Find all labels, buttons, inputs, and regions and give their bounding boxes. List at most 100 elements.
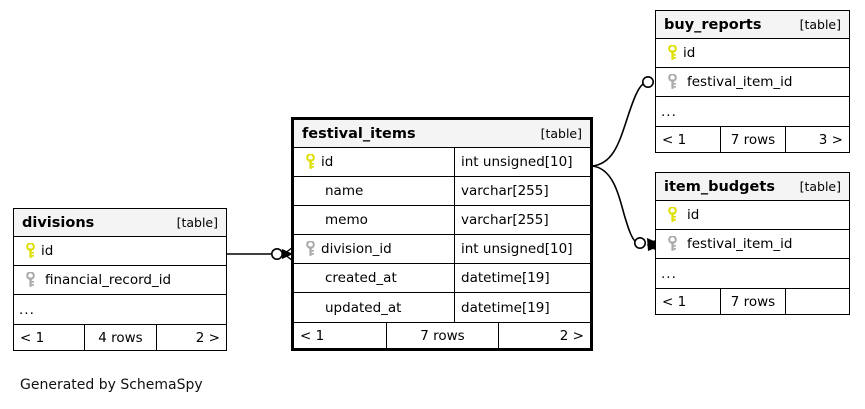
column-name: memo [325,212,368,228]
table-title: buy_reports [664,16,762,33]
column-cell: memo [294,212,454,228]
table-row-more[interactable]: ... [656,259,849,288]
prev-page-button[interactable]: < 1 [662,131,687,148]
table-row[interactable]: festival_item_id [656,230,849,259]
relationship-festival_items-item_budgets [591,165,664,255]
more-columns-ellipsis: ... [661,265,677,282]
gray-key-icon [301,241,319,257]
next-page-button[interactable]: 2 > [498,323,590,348]
zero-cardinality-marker [270,248,283,261]
table-row[interactable]: created_at datetime[19] [294,264,590,293]
table-title: item_budgets [664,178,775,195]
table-item-budgets[interactable]: item_budgets [table] id festival_item_id [655,172,850,315]
table-footer-divisions: < 1 4 rows 2 > [14,324,226,350]
table-row[interactable]: id [656,39,849,68]
column-cell: festival_item_id [656,74,849,90]
table-row[interactable]: memo varchar[255] [294,206,590,235]
table-kind-label: [table] [799,17,841,32]
column-type: varchar[255] [454,206,590,234]
next-page-button[interactable]: 2 > [156,325,226,350]
column-cell: id [656,45,849,61]
generated-by-caption: Generated by SchemaSpy [20,377,203,393]
column-type: varchar[255] [454,177,590,205]
gray-key-icon [663,74,681,90]
column-name: id [683,45,696,61]
more-columns-ellipsis: ... [19,301,35,318]
table-row[interactable]: id [656,201,849,230]
prev-page-button[interactable]: < 1 [300,327,325,344]
table-kind-label: [table] [176,215,218,230]
column-name: id [321,154,334,170]
table-row[interactable]: name varchar[255] [294,177,590,206]
prev-page-button[interactable]: < 1 [662,293,687,310]
relationship-divisions-festival_items [227,246,294,262]
column-cell: ... [656,266,849,282]
column-cell: id [14,243,226,259]
table-header-item-budgets: item_budgets [table] [656,173,849,201]
table-footer-buy-reports: < 1 7 rows 3 > [656,126,849,152]
column-cell: financial_record_id [14,272,226,288]
column-cell: ... [14,302,226,318]
table-row[interactable]: id [14,237,226,266]
gray-key-icon [663,236,681,252]
column-type: int unsigned[10] [454,148,590,176]
table-kind-label: [table] [799,179,841,194]
column-name: division_id [321,241,392,257]
column-name: financial_record_id [45,272,172,288]
row-count-label: 4 rows [83,325,156,350]
column-name: name [325,183,364,199]
table-columns: id financial_record_id ... [14,237,226,324]
column-name: created_at [325,270,397,286]
table-row[interactable]: updated_at datetime[19] [294,293,590,322]
prev-page-button[interactable]: < 1 [20,329,45,346]
table-row[interactable]: festival_item_id [656,68,849,97]
zero-cardinality-marker [633,237,646,250]
table-row[interactable]: id int unsigned[10] [294,148,590,177]
yellow-key-icon [21,243,39,259]
table-kind-label: [table] [540,126,582,141]
column-name: id [41,243,54,259]
table-row[interactable]: division_id int unsigned[10] [294,235,590,264]
column-type: datetime[19] [454,293,590,322]
table-divisions[interactable]: divisions [table] id financial_record_id [13,208,227,351]
table-row-more[interactable]: ... [14,295,226,324]
column-cell: festival_item_id [656,236,849,252]
table-columns: id festival_item_id ... [656,39,849,126]
zero-cardinality-marker [641,76,654,89]
yellow-key-icon [663,207,681,223]
gray-key-icon [21,272,39,288]
column-name: festival_item_id [687,74,793,90]
row-count-label: 7 rows [385,323,498,348]
table-row-more[interactable]: ... [656,97,849,126]
column-cell: division_id [294,241,454,257]
yellow-key-icon [301,154,319,170]
table-columns: id int unsigned[10] name varchar[255] me… [294,148,590,322]
next-page-button[interactable]: 3 > [785,127,849,152]
column-cell: name [294,183,454,199]
column-name: festival_item_id [687,236,793,252]
table-header-buy-reports: buy_reports [table] [656,11,849,39]
more-columns-ellipsis: ... [661,103,677,120]
column-name: id [687,207,700,223]
table-footer-festival-items: < 1 7 rows 2 > [294,322,590,348]
column-cell: updated_at [294,300,454,316]
column-cell: created_at [294,270,454,286]
table-columns: id festival_item_id ... [656,201,849,288]
column-type: datetime[19] [454,264,590,292]
next-page-button[interactable] [785,289,849,314]
row-count-label: 7 rows [719,289,786,314]
column-type: int unsigned[10] [454,235,590,263]
column-cell: id [656,207,849,223]
column-name: updated_at [325,299,402,316]
yellow-key-icon [663,45,681,61]
table-buy-reports[interactable]: buy_reports [table] id festival_item_id [655,10,850,153]
table-footer-item-budgets: < 1 7 rows [656,288,849,314]
table-header-divisions: divisions [table] [14,209,226,237]
table-festival-items[interactable]: festival_items [table] id int unsigned[1… [291,117,593,351]
table-title: divisions [22,214,95,231]
column-cell: id [294,154,454,170]
row-count-label: 7 rows [719,127,786,152]
table-row[interactable]: financial_record_id [14,266,226,295]
table-header-festival-items: festival_items [table] [294,120,590,148]
